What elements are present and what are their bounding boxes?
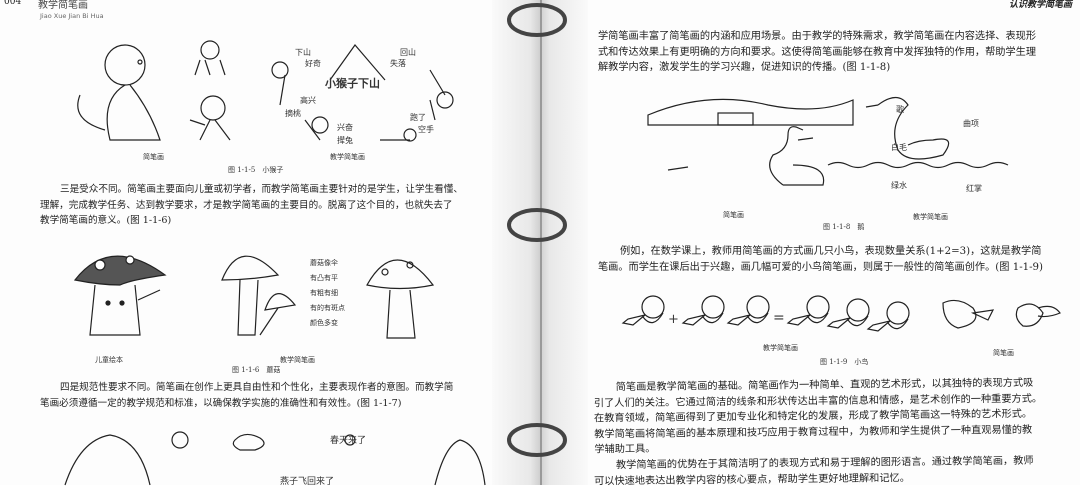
figure-title: 图 1-1-9 小鸟 bbox=[820, 358, 869, 366]
note: 有的有斑点 bbox=[310, 304, 345, 312]
lake-landscape-drawing bbox=[647, 98, 854, 186]
text-line: 理解，完成教学任务、达到教学要求，才是教学简笔画的主要目的。脱离了这个目的，也就… bbox=[40, 199, 453, 211]
plus-sign: + bbox=[668, 312, 679, 327]
figure-caption: 教学简笔画 bbox=[280, 356, 315, 364]
note: 有凸有平 bbox=[310, 274, 338, 282]
story-label: 好奇 bbox=[305, 59, 321, 68]
body-paragraph: 例如，在数学课上，教师用简笔画的方式画几只小鸟，表现数量关系(1+2=3)，这就… bbox=[598, 244, 1043, 275]
text-line: 四是规范性要求不同。简笔画在创作上更具自由性和个性化，主要表现作者的意图。而教学… bbox=[60, 382, 454, 393]
bird-equation-drawing bbox=[621, 295, 910, 332]
monkey-story-diagram bbox=[271, 44, 454, 142]
figure-caption: 简笔画 bbox=[143, 153, 164, 161]
page-number: 004 bbox=[4, 0, 22, 7]
figure-caption: 简笔画 bbox=[723, 211, 744, 219]
goose-label: 红掌 bbox=[966, 184, 982, 193]
body-paragraph: 教学简笔画的优势在于其简洁明了的表现方式和易于理解的图形语言。通过教学简笔画，教… bbox=[594, 454, 1034, 490]
story-label: 空手 bbox=[418, 125, 434, 134]
goose-label: 曲项 bbox=[963, 119, 979, 128]
story-center-label: 小猴子下山 bbox=[325, 77, 380, 90]
figure-caption: 教学简笔画 bbox=[330, 153, 365, 161]
figure-caption: 儿童绘本 bbox=[95, 356, 123, 364]
story-label: 下山 bbox=[295, 48, 311, 57]
note: 蘑菇像伞 bbox=[310, 259, 338, 267]
monkey-illustration bbox=[77, 44, 161, 141]
text-line: 例如，在数学课上，教师用简笔画的方式画几只小鸟，表现数量关系(1+2=3)，这就… bbox=[620, 246, 1042, 257]
story-label: 兴奋 bbox=[337, 123, 353, 132]
note: 有粗有细 bbox=[310, 289, 338, 297]
figure-caption: 教学简笔画 bbox=[763, 344, 798, 352]
story-label: 跑了 bbox=[410, 113, 426, 122]
note: 颜色多变 bbox=[310, 319, 338, 327]
goose-label: 白毛 bbox=[891, 143, 907, 152]
goose-label: 绿水 bbox=[891, 181, 907, 190]
story-label: 高兴 bbox=[300, 96, 316, 105]
figure-caption: 教学简笔画 bbox=[913, 213, 948, 221]
text-line: 笔画必须遵循一定的教学规范和标准，以确保教学实施的准确性和有效性。(图 1-1-… bbox=[40, 397, 402, 409]
figure-caption: 简笔画 bbox=[993, 349, 1014, 357]
small-monkeys-illustration bbox=[189, 40, 231, 141]
figure-title: 图 1-1-8 鹅 bbox=[823, 223, 865, 231]
book-spine bbox=[492, 0, 588, 485]
body-paragraph: 学简笔画丰富了简笔画的内涵和应用场景。由于教学的特殊需求，教学简笔画在内容选择、… bbox=[598, 29, 1036, 76]
body-paragraph: 四是规范性要求不同。简笔画在创作上更具自由性和个性化，主要表现作者的意图。而教学… bbox=[40, 380, 453, 411]
binder-ring bbox=[507, 208, 567, 242]
running-title: 教学简笔画 bbox=[38, 0, 88, 11]
story-label: 回山 bbox=[400, 48, 416, 57]
left-page: 004 教学简笔画 Jiao Xue Jian Bi Hua 小猴子下山 下山 … bbox=[0, 0, 492, 487]
right-page: 认识教学简笔画 学简笔画丰富了简笔画的内涵和应用场景。由于教学的特殊需求，教学简… bbox=[588, 0, 1080, 487]
body-paragraph: 三是受众不同。简笔画主要面向儿童或初学者，而教学简笔画主要针对的是学生，让学生看… bbox=[40, 182, 463, 229]
mushroom-drawing bbox=[221, 255, 297, 336]
equals-sign: = bbox=[773, 310, 785, 326]
running-title: 认识教学简笔画 bbox=[1008, 0, 1072, 10]
story-label: 撵兔 bbox=[337, 136, 353, 145]
text-line: 三是受众不同。简笔画主要面向儿童或初学者，而教学简笔画主要针对的是学生，让学生看… bbox=[60, 184, 463, 195]
text-line: 教学简笔画的意义。(图 1-1-6) bbox=[40, 215, 172, 226]
text-line: 解教学内容，激发学生的学习兴趣，促进知识的传播。(图 1-1-8) bbox=[598, 62, 891, 73]
goose-drawing bbox=[827, 96, 1009, 169]
binder-ring bbox=[507, 3, 567, 37]
story-label: 失落 bbox=[390, 59, 406, 68]
story-label: 摘桃 bbox=[285, 109, 301, 118]
cartoon-mushroom-illustration bbox=[73, 255, 167, 336]
body-paragraph: 简笔画是教学简笔画的基础。简笔画作为一种简单、直观的艺术形式，以其独特的表现方式… bbox=[594, 376, 1043, 458]
mushroom-notes: 蘑菇像伞 有凸有平 有粗有细 有的有斑点 颜色多变 bbox=[310, 256, 345, 331]
figure-title: 图 1-1-6 蘑菇 bbox=[232, 366, 281, 374]
text-line: 笔画。而学生在课后出于兴趣，画几幅可爱的小鸟简笔画，则属于一般性的简笔画创作。(… bbox=[598, 261, 1044, 273]
text-line: 学简笔画丰富了简笔画的内涵和应用场景。由于教学的特殊需求，教学简笔画在内容选择、… bbox=[598, 31, 1037, 42]
goose-label: 歌 bbox=[896, 105, 904, 114]
illustration-label: 春天来了 bbox=[330, 436, 367, 446]
running-pinyin: Jiao Xue Jian Bi Hua bbox=[40, 12, 104, 20]
spotted-mushroom-drawing bbox=[366, 259, 435, 339]
illustration-label: 燕子飞回来了 bbox=[280, 477, 335, 487]
binder-ring bbox=[507, 423, 567, 457]
figure-title: 图 1-1-5 小猴子 bbox=[228, 166, 284, 174]
sparrow-drawings bbox=[942, 299, 1061, 329]
text-line: 式和传达效果上有更明确的方向和要求。这使得简笔画能够在教育中发挥独特的作用，帮助… bbox=[598, 46, 1037, 58]
spring-willow-illustration bbox=[64, 431, 486, 486]
